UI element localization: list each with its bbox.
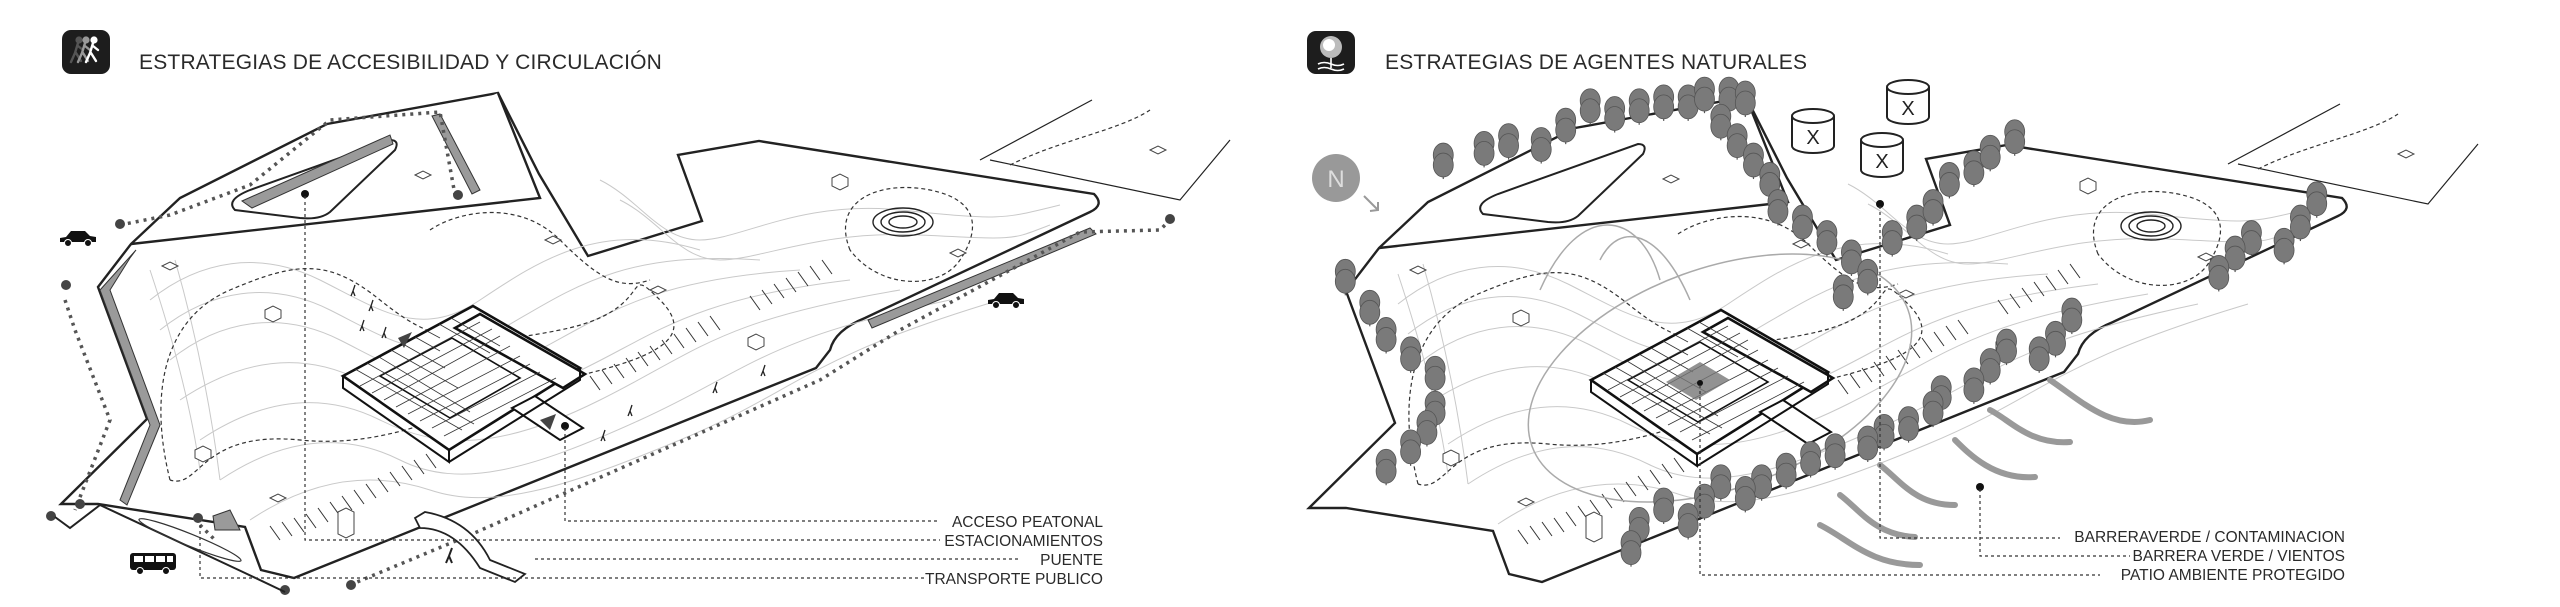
tree-icon: [1775, 452, 1797, 490]
tree-icon: [2208, 255, 2230, 292]
panel-accesibilidad: ESTRATEGIAS DE ACCESIBILIDAD Y CIRCULACI…: [46, 30, 1232, 595]
pollution-mark: X: [1806, 127, 1819, 149]
legend-circulation: ACCESO PEATONAL ESTACIONAMIENTOS PUENTE …: [925, 514, 1103, 588]
tree-icon: [2273, 227, 2295, 265]
tree-icon: [1726, 123, 1748, 160]
entry-marker-icon: [398, 332, 412, 348]
tree-icon: [1881, 220, 1903, 257]
tree-icon: [1792, 204, 1813, 242]
panel-agentes-naturales: ESTRATEGIAS DE AGENTES NATURALES N X X X: [1307, 31, 2480, 584]
car-icon: [60, 231, 96, 247]
tree-icon: [2224, 235, 2246, 273]
tree-icon: [2290, 204, 2311, 242]
tree-icon: [1555, 107, 1577, 145]
tree-icon: [2004, 119, 2026, 156]
tree-icon: [1979, 348, 2001, 385]
bus-icon: [130, 553, 176, 575]
car-icon: [988, 293, 1024, 309]
tree-icon: [1375, 448, 1397, 486]
panel-title: ESTRATEGIAS DE ACCESIBILIDAD Y CIRCULACI…: [139, 51, 662, 74]
tree-icon: [1963, 367, 1985, 404]
tree-icon: [1841, 239, 1862, 276]
tree-icon: [1800, 441, 1822, 478]
legend-leaders: [199, 196, 1020, 579]
pollution-cylinder-icon: X: [1791, 108, 1835, 154]
tree-icon: [1816, 220, 1838, 257]
tree-icon: [1604, 96, 1626, 133]
wind-arrows: [1817, 377, 2153, 568]
tree-icon: [1979, 134, 2001, 172]
tree-icon: [1677, 84, 1699, 121]
tree-icon: [1653, 84, 1675, 121]
tree-icon: [1938, 162, 1960, 199]
legend-puente: PUENTE: [1040, 552, 1103, 569]
tree-icon: [2241, 220, 2262, 257]
tree-icon: [1751, 464, 1773, 501]
tree-icon: [1653, 487, 1675, 524]
tree-icon: [1996, 328, 2017, 366]
north-label: N: [1327, 166, 1344, 193]
tree-icon: [1416, 410, 1438, 447]
legend-barrera-vientos: BARRERA VERDE / VIENTOS: [2133, 548, 2345, 565]
bridge: [413, 511, 527, 584]
tree-icon: [1579, 88, 1601, 125]
pedestrian-figures: [350, 284, 766, 564]
tree-icon: [1530, 127, 1552, 164]
pollution-cylinder-icon: X: [1886, 79, 1930, 125]
tree-icon: [1922, 390, 1944, 428]
tree-icon: [2306, 181, 2328, 218]
legend-natural: BARRERAVERDE / CONTAMINACION BARRERA VER…: [2074, 529, 2345, 584]
pedestrians-walking-icon: [62, 30, 110, 74]
tree-icon: [1375, 317, 1397, 354]
tree-icon: [1832, 274, 1854, 311]
tree-icon: [1898, 406, 1919, 443]
tree-icon: [1694, 76, 1715, 114]
tree-icon: [1359, 289, 1381, 327]
legend-patio-protegido: PATIO AMBIENTE PROTEGIDO: [2121, 567, 2345, 584]
tree-icon: [2061, 297, 2083, 335]
tree-icon: [1734, 475, 1756, 513]
pollution-mark: X: [1901, 98, 1914, 120]
tree-icon: [2045, 320, 2066, 358]
tree-icon: [1432, 142, 1454, 180]
tree-icon: [1767, 189, 1789, 226]
panel-title: ESTRATEGIAS DE AGENTES NATURALES: [1385, 51, 1807, 74]
tree-icon: [1743, 142, 1764, 180]
tree-sun-icon: [1307, 31, 1355, 74]
tree-icon: [2028, 336, 2050, 373]
legend-acceso-peatonal: ACCESO PEATONAL: [952, 514, 1103, 531]
pollution-sources: X X X: [1791, 79, 1930, 178]
tree-icon: [1498, 123, 1519, 160]
entry-marker-icon: [540, 414, 556, 430]
tree-icon: [1334, 258, 1356, 296]
legend-estacionamientos: ESTACIONAMIENTOS: [944, 533, 1103, 550]
tree-icon: [1922, 189, 1944, 226]
tree-icon: [1734, 80, 1756, 118]
site-plan-circulation: [59, 91, 1232, 580]
legend-leaders: [1699, 200, 2130, 576]
tree-icon: [1628, 88, 1650, 125]
tree-icon: [1906, 204, 1928, 242]
green-barrier-trees: [1334, 76, 2328, 567]
legend-transporte-publico: TRANSPORTE PUBLICO: [925, 571, 1103, 588]
sidewalk-bands: [99, 113, 1097, 531]
tree-icon: [1400, 429, 1422, 466]
legend-barrera-contaminacion: BARRERAVERDE / CONTAMINACION: [2074, 529, 2345, 546]
north-indicator: N: [1312, 154, 1379, 212]
tree-icon: [1620, 530, 1642, 567]
tree-icon: [1857, 258, 1879, 296]
tree-icon: [1677, 503, 1699, 540]
tree-icon: [1857, 425, 1879, 462]
tree-icon: [1473, 131, 1495, 168]
tree-icon: [1424, 355, 1446, 393]
tree-icon: [1400, 336, 1422, 373]
route-endpoints: [46, 190, 1175, 595]
pollution-cylinder-icon: X: [1860, 132, 1904, 178]
pollution-mark: X: [1875, 151, 1888, 173]
tree-icon: [1963, 150, 1985, 187]
tree-icon: [1710, 464, 1732, 501]
tree-icon: [1824, 433, 1846, 470]
